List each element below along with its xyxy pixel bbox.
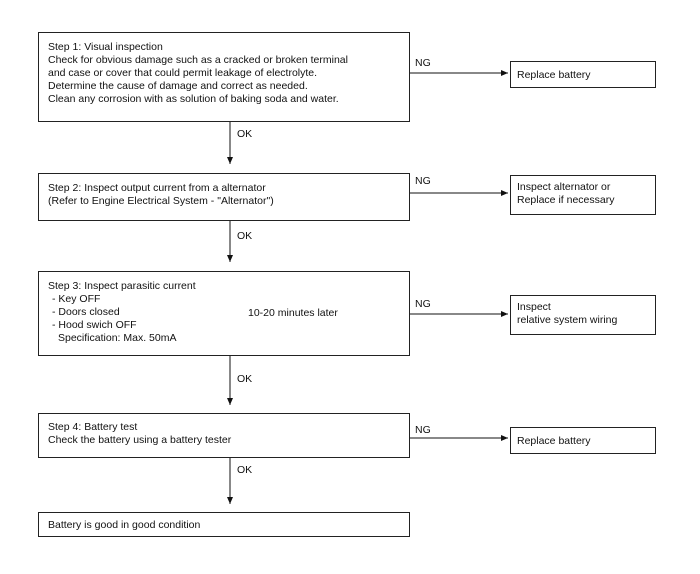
- ok-label-2: OK: [237, 230, 253, 242]
- step-1-line-2: Check for obvious damage such as a crack…: [48, 54, 348, 66]
- step-1-box: Step 1: Visual inspection Check for obvi…: [38, 32, 410, 122]
- result-box-1: Replace battery: [510, 61, 656, 88]
- step-2-box: Step 2: Inspect output current from a al…: [38, 173, 410, 221]
- step-1-title: Step 1: Visual inspection: [48, 41, 163, 53]
- ng-label-2: NG: [415, 175, 431, 187]
- result-box-3: Inspect relative system wiring: [510, 295, 656, 335]
- step-3-hood-switch: - Hood swich OFF: [52, 319, 137, 331]
- result-box-2: Inspect alternator or Replace if necessa…: [510, 175, 656, 215]
- result-3-line-2: relative system wiring: [517, 314, 618, 326]
- step-1-line-4: Determine the cause of damage and correc…: [48, 80, 308, 92]
- result-2-line-1: Inspect alternator or: [517, 181, 611, 193]
- ok-label-4: OK: [237, 464, 253, 476]
- result-1-text: Replace battery: [517, 69, 591, 81]
- ng-label-4: NG: [415, 424, 431, 436]
- step-2-title: Step 2: Inspect output current from a al…: [48, 182, 266, 194]
- timing-label: 10-20 minutes later: [248, 307, 338, 319]
- step-1-line-3: and case or cover that could permit leak…: [48, 67, 318, 79]
- step-3-title: Step 3: Inspect parasitic current: [48, 280, 196, 292]
- final-result-text: Battery is good in good condition: [48, 519, 201, 531]
- ok-label-1: OK: [237, 128, 253, 140]
- step-1-line-5: Clean any corrosion with as solution of …: [48, 93, 339, 105]
- ok-label-3: OK: [237, 373, 253, 385]
- result-3-line-1: Inspect: [517, 301, 551, 313]
- step-3-box: Step 3: Inspect parasitic current - Key …: [38, 271, 410, 356]
- step-2-line-2: (Refer to Engine Electrical System - "Al…: [48, 195, 274, 207]
- result-box-4: Replace battery: [510, 427, 656, 454]
- step-4-box: Step 4: Battery test Check the battery u…: [38, 413, 410, 458]
- step-3-key-off: - Key OFF: [52, 293, 101, 305]
- step-3-specification: Specification: Max. 50mA: [58, 332, 177, 344]
- step-4-line-2: Check the battery using a battery tester: [48, 434, 232, 446]
- ng-label-3: NG: [415, 298, 431, 310]
- final-result-box: Battery is good in good condition: [38, 512, 410, 537]
- ng-label-1: NG: [415, 57, 431, 69]
- result-4-text: Replace battery: [517, 435, 591, 447]
- result-2-line-2: Replace if necessary: [517, 194, 615, 206]
- step-3-doors-closed: - Doors closed: [52, 306, 120, 318]
- step-4-title: Step 4: Battery test: [48, 421, 138, 433]
